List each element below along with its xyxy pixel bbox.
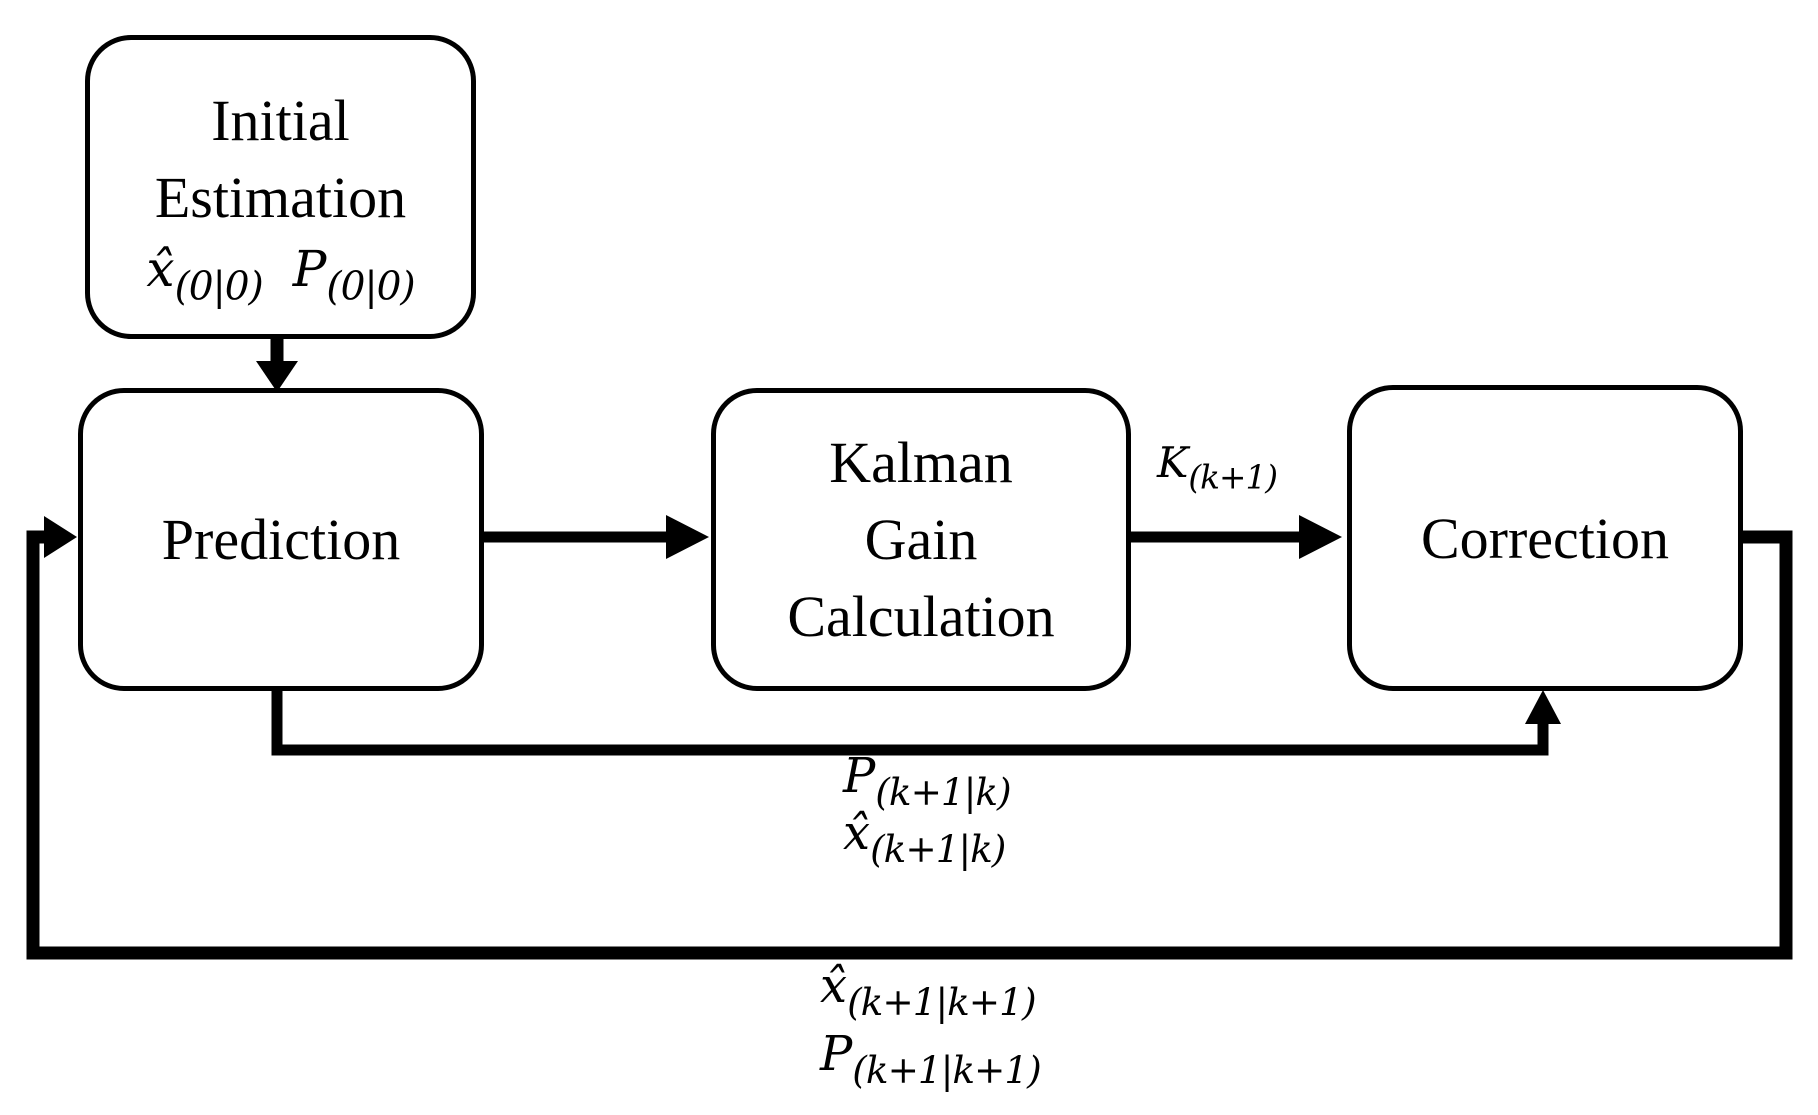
kalman-gain-calculation-box: Kalman Gain Calculation: [711, 388, 1131, 691]
kalman-gain-edge-label: K(k+1): [1157, 438, 1278, 497]
initial-estimation-formula: x̂(0|0) P(0|0): [146, 240, 416, 310]
correction-label: Correction: [1420, 505, 1670, 571]
arrow-kalman-to-correction: [1128, 515, 1342, 559]
initial-state-formula: x̂(0|0): [146, 240, 263, 310]
corrected-covariance-label: P(k+1|k+1): [820, 1026, 1042, 1093]
kalman-label-line1: Kalman: [829, 430, 1013, 495]
arrow-initial-to-prediction: [256, 335, 298, 392]
connector-outer-feedback: [26, 516, 1793, 960]
initial-covariance-formula: P(0|0): [292, 240, 416, 310]
corrected-state-label: x̂(k+1|k+1): [820, 958, 1037, 1025]
connector-inner-feedback: [271, 688, 1561, 756]
predicted-state-label: x̂(k+1|k): [843, 805, 1006, 872]
initial-estimation-label-line1: Initial: [211, 88, 350, 153]
inner-feedback-edge-label: P(k+1|k) x̂(k+1|k): [843, 748, 1012, 872]
prediction-label: Prediction: [161, 507, 401, 572]
arrow-prediction-to-kalman: [481, 515, 709, 559]
prediction-box: Prediction: [78, 388, 484, 691]
initial-estimation-label-line2: Estimation: [154, 165, 407, 230]
predicted-covariance-label: P(k+1|k): [843, 748, 1012, 815]
kalman-label-line3: Calculation: [787, 584, 1055, 649]
initial-estimation-box: Initial Estimation x̂(0|0) P(0|0): [85, 35, 476, 339]
outer-feedback-edge-label: x̂(k+1|k+1) P(k+1|k+1): [820, 952, 1042, 1093]
correction-box: Correction: [1347, 385, 1743, 691]
kalman-label-line2: Gain: [864, 507, 978, 572]
